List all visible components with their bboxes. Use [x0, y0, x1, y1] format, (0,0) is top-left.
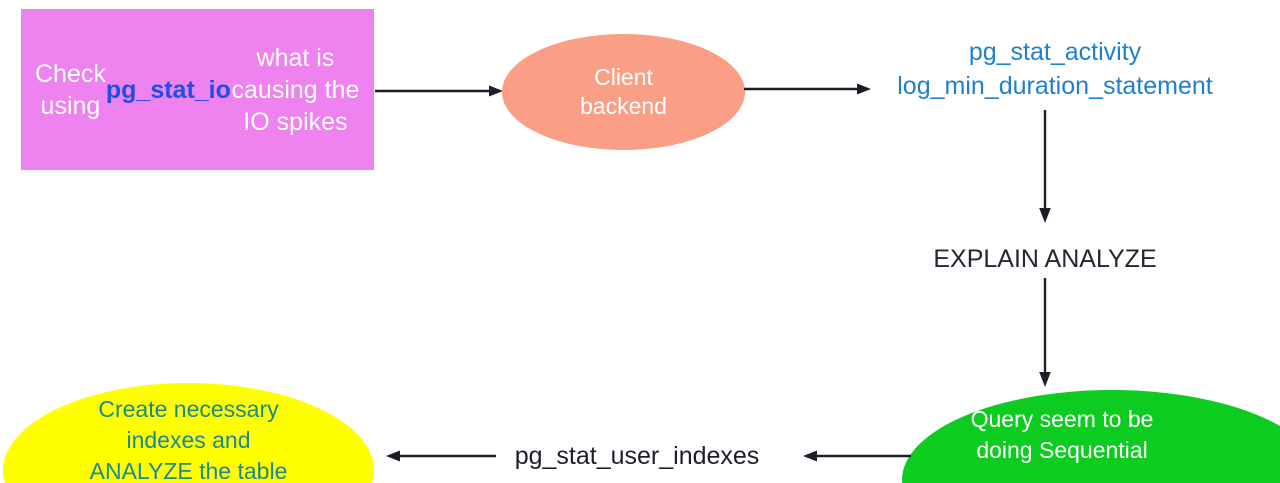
- node-create-indexes-label: Create necessary indexes and ANALYZE the…: [89, 396, 288, 483]
- connector-pg-stat-activity-to-explain-analyze: [1039, 110, 1051, 223]
- node-sequential-scan[interactable]: Query seem to be doing Sequential: [902, 390, 1280, 483]
- node-client-backend[interactable]: Client backend: [502, 34, 745, 150]
- connector-check-io-to-client-backend: [375, 85, 503, 97]
- node-check-pg-stat-io[interactable]: Check using pg_stat_io what is causing t…: [21, 9, 374, 170]
- label-pg-stat-activity: pg_stat_activity log_min_duration_statem…: [897, 38, 1213, 100]
- node-check-pg-stat-io-label: Check using pg_stat_io what is causing t…: [21, 9, 374, 170]
- label-explain-analyze: EXPLAIN ANALYZE: [933, 245, 1157, 273]
- node-check-label-suffix: what is causing the IO spikes: [231, 43, 360, 136]
- connector-explain-analyze-to-sequential-scan: [1039, 278, 1051, 387]
- label-pg-stat-user-indexes: pg_stat_user_indexes: [514, 442, 760, 470]
- node-check-label-prefix: Check using: [35, 59, 106, 120]
- node-create-indexes[interactable]: Create necessary indexes and ANALYZE the…: [3, 383, 374, 483]
- keyword-pg-stat-io: pg_stat_io: [105, 75, 231, 104]
- node-client-backend-label: Client backend: [580, 63, 667, 119]
- node-sequential-scan-label: Query seem to be doing Sequential: [970, 406, 1154, 464]
